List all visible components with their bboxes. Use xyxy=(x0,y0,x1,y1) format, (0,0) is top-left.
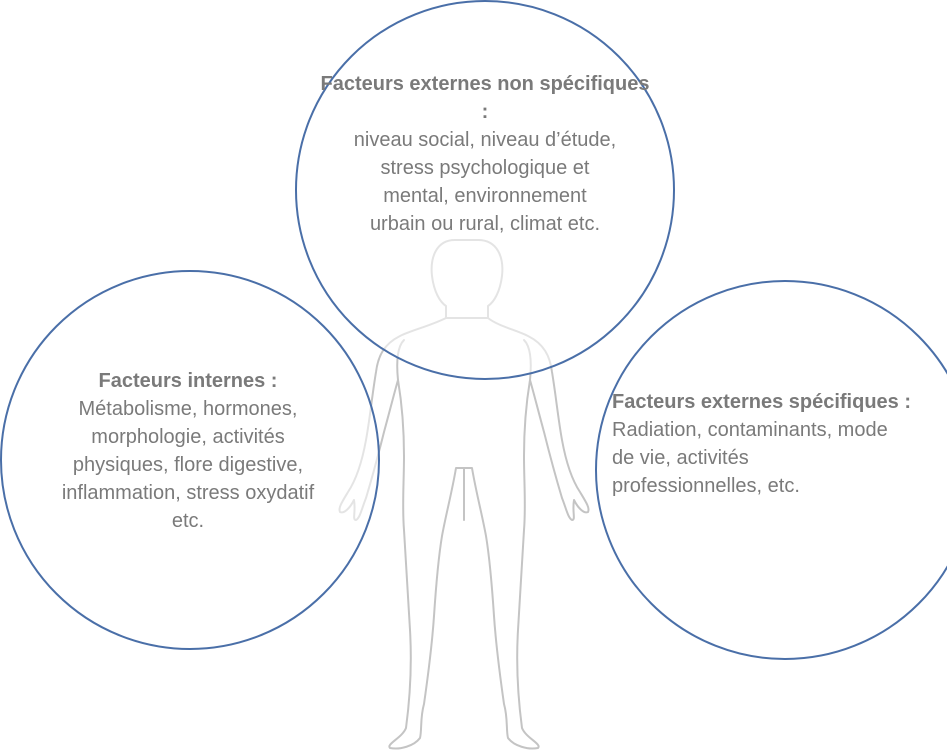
external-specific-heading: Facteurs externes spécifiques : xyxy=(612,391,912,413)
circle-external-specific xyxy=(595,280,947,660)
external-non-specific-body: niveau social, niveau d’étude, stress ps… xyxy=(353,129,617,235)
external-specific-block: Facteurs externes spécifiques : Radiatio… xyxy=(612,388,947,500)
internal-factors-body: Métabolisme, hormones, morphologie, acti… xyxy=(61,398,315,532)
external-non-specific-block: Facteurs externes non spécifiques : nive… xyxy=(320,70,650,238)
internal-factors-heading: Facteurs internes : xyxy=(98,370,278,392)
external-specific-body: Radiation, contaminants, mode de vie, ac… xyxy=(612,419,888,497)
circle-internal-factors xyxy=(0,270,380,650)
external-non-specific-heading: Facteurs externes non spécifiques : xyxy=(320,73,650,123)
internal-factors-block: Facteurs internes : Métabolisme, hormone… xyxy=(18,367,358,535)
circle-external-non-specific xyxy=(295,0,675,380)
silhouette-body xyxy=(338,317,590,750)
